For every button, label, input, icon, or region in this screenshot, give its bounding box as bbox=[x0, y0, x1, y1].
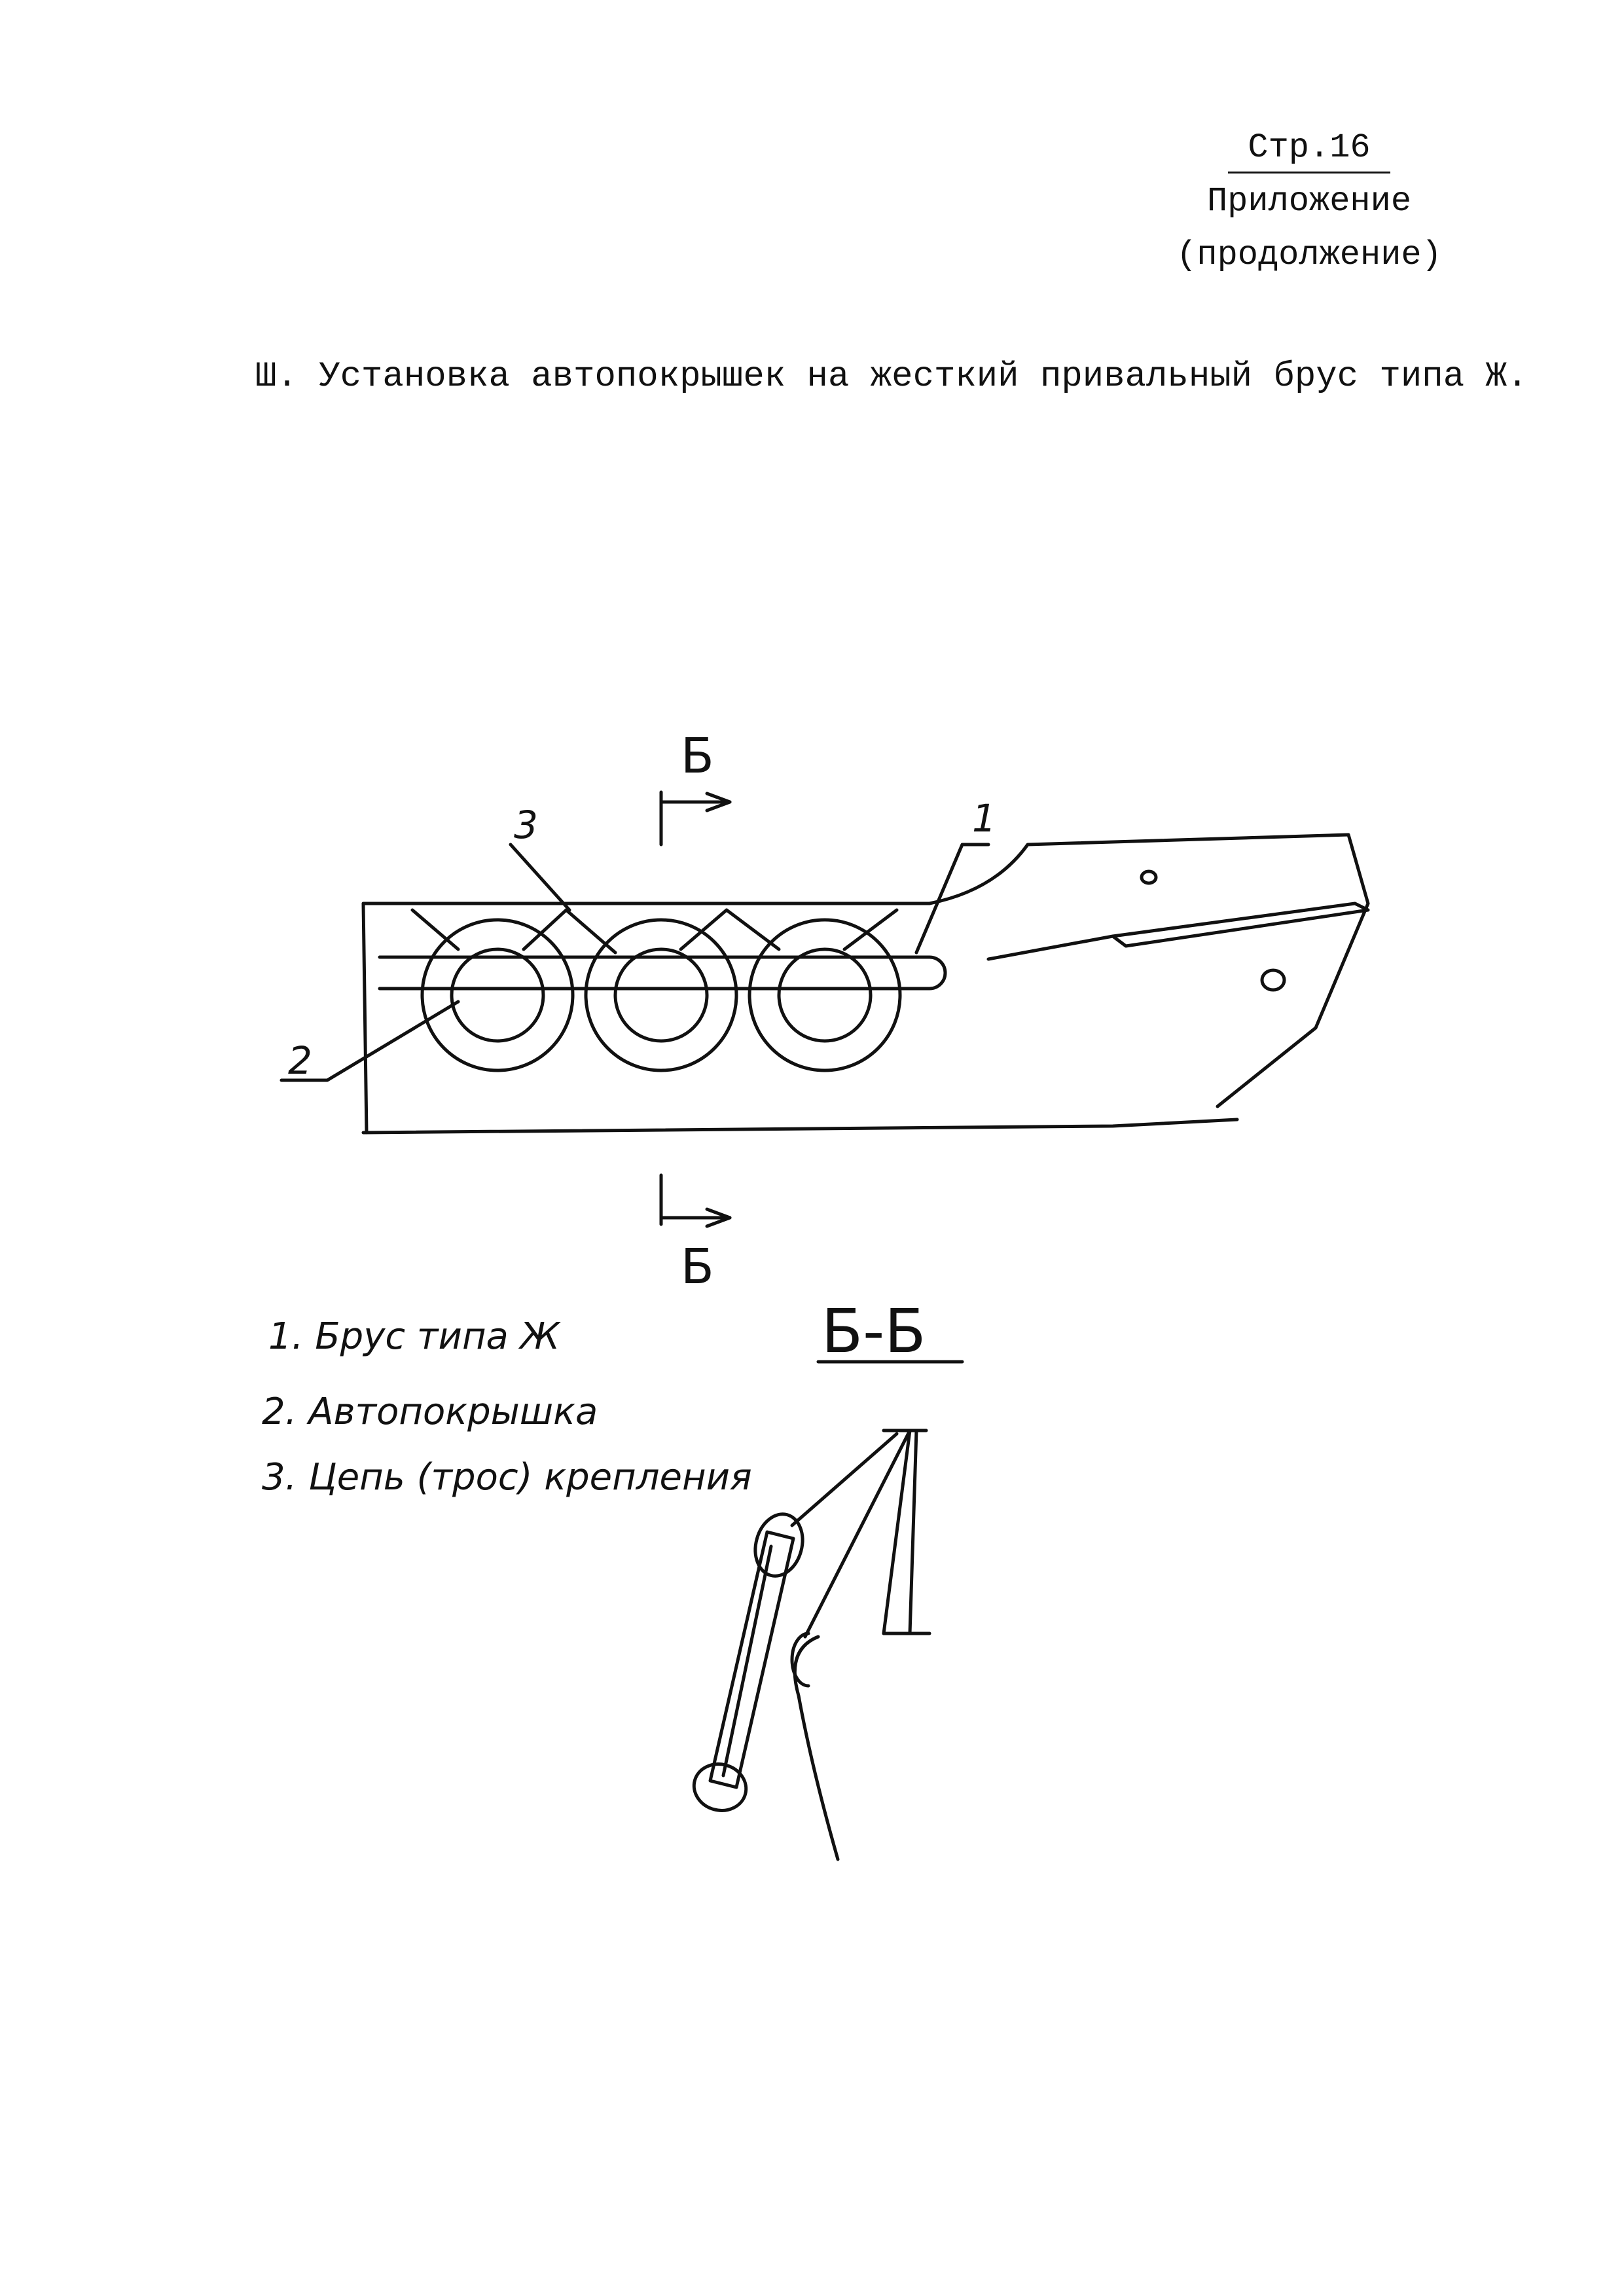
callout-1: 1 bbox=[972, 796, 996, 841]
section-marker-bottom bbox=[659, 1173, 732, 1228]
callout-2: 2 bbox=[288, 1038, 312, 1083]
section-view bbox=[692, 1429, 931, 1861]
rigid-fender-beam bbox=[378, 955, 947, 991]
legend-item-1: 1. Брус типа Ж bbox=[268, 1315, 562, 1358]
tire-2 bbox=[584, 918, 738, 1072]
tire-1 bbox=[420, 918, 575, 1072]
section-marker-top bbox=[659, 790, 732, 847]
leader-line-2 bbox=[280, 1000, 460, 1082]
section-letter-top: Б bbox=[681, 728, 714, 784]
legend-item-3: 3. Цепь (трос) крепления bbox=[262, 1456, 752, 1499]
page-reference: Стр.16 Приложение (продолжение) bbox=[1113, 121, 1506, 282]
leader-line-1 bbox=[914, 843, 990, 955]
fastening-chains bbox=[410, 908, 899, 955]
hull-side bbox=[361, 833, 1370, 1135]
section-title: Б-Б bbox=[821, 1296, 926, 1366]
appendix-label: Приложение bbox=[1206, 182, 1412, 221]
page-number: Стр.16 bbox=[1228, 124, 1390, 173]
section-letter-bottom: Б bbox=[681, 1239, 714, 1295]
leader-line-3 bbox=[509, 843, 571, 912]
section-heading: Ш. Установка автопокрышек на жесткий при… bbox=[255, 357, 1528, 397]
tire-3 bbox=[748, 918, 902, 1072]
legend-item-2: 2. Автопокрышка bbox=[262, 1391, 598, 1433]
callout-3: 3 bbox=[514, 803, 538, 847]
continuation-label: (продолжение) bbox=[1176, 236, 1442, 274]
